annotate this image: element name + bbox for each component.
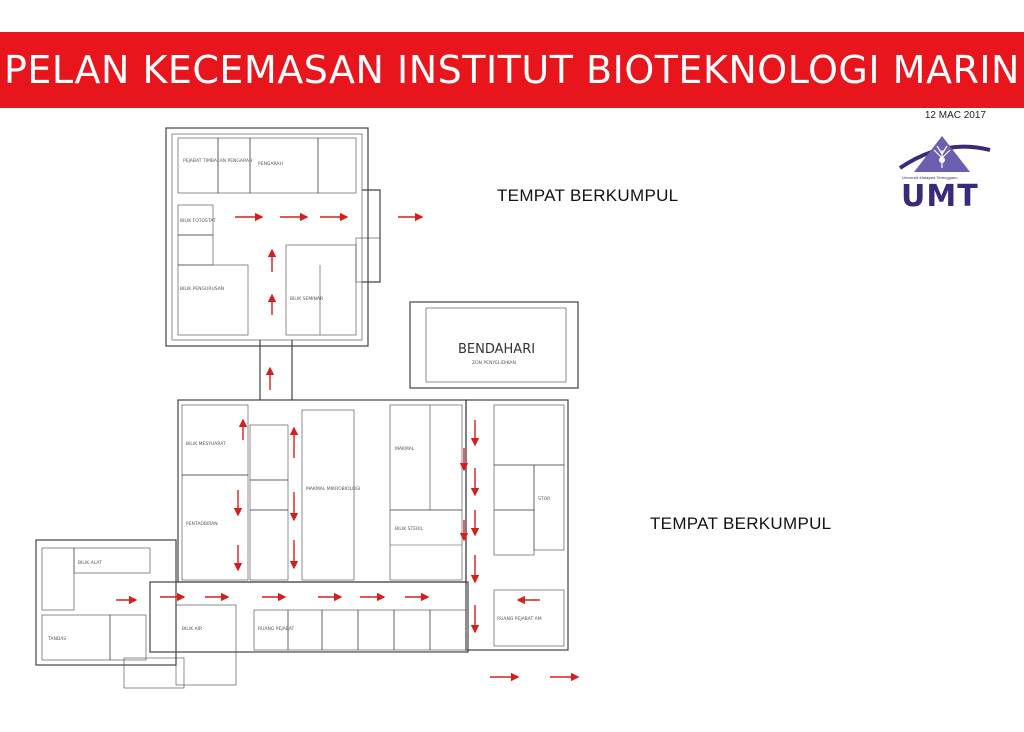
svg-text:BILIK SEMINAR: BILIK SEMINAR [290,296,323,302]
logo-text: UMT [901,179,979,214]
svg-text:PENGARAH: PENGARAH [258,161,283,167]
evacuation-arrows [116,212,580,682]
svg-text:BILIK STERIL: BILIK STERIL [395,526,424,532]
page-title: PELAN KECEMASAN INSTITUT BIOTEKNOLOGI MA… [4,48,1020,92]
svg-text:BILIK FOTOSTAT: BILIK FOTOSTAT [180,218,216,224]
svg-text:BILIK PENGURUSAN: BILIK PENGURUSAN [180,286,224,292]
room-labels: PEJABAT TIMBALAN PENGARAH PENGARAH BILIK… [47,158,550,642]
svg-text:BILIK AIR: BILIK AIR [182,626,202,632]
title-banner [0,32,1024,108]
svg-text:RUANG PEJABAT AM: RUANG PEJABAT AM [497,616,542,622]
umt-logo [898,136,991,172]
logo-subtitle: Universiti Malaysia Terengganu [902,175,958,180]
umt-tree-icon [933,145,951,168]
assembly-point-label-right: TEMPAT BERKUMPUL [650,514,832,533]
svg-text:TANDAS: TANDAS [47,636,66,642]
svg-text:BILIK MESYUARAT: BILIK MESYUARAT [186,441,226,447]
assembly-point-label-top: TEMPAT BERKUMPUL [497,186,679,205]
svg-text:STOR: STOR [538,496,550,502]
svg-text:MAKMAL MIKROBIOLOGI: MAKMAL MIKROBIOLOGI [306,486,360,492]
svg-text:BILIK ALAT: BILIK ALAT [78,560,102,566]
plan-date: 12 MAC 2017 [924,110,986,121]
bendahari-sublabel: ZON PENYELIDIKAN [472,360,516,366]
bendahari-label: BENDAHARI [458,342,535,357]
svg-text:RUANG PEJABAT: RUANG PEJABAT [258,626,294,632]
wall-outlines [35,127,579,689]
svg-text:PENTADBIRAN: PENTADBIRAN [186,521,218,527]
svg-text:MAKMAL: MAKMAL [395,446,415,452]
svg-text:PEJABAT TIMBALAN PENGARAH: PEJABAT TIMBALAN PENGARAH [183,158,252,164]
